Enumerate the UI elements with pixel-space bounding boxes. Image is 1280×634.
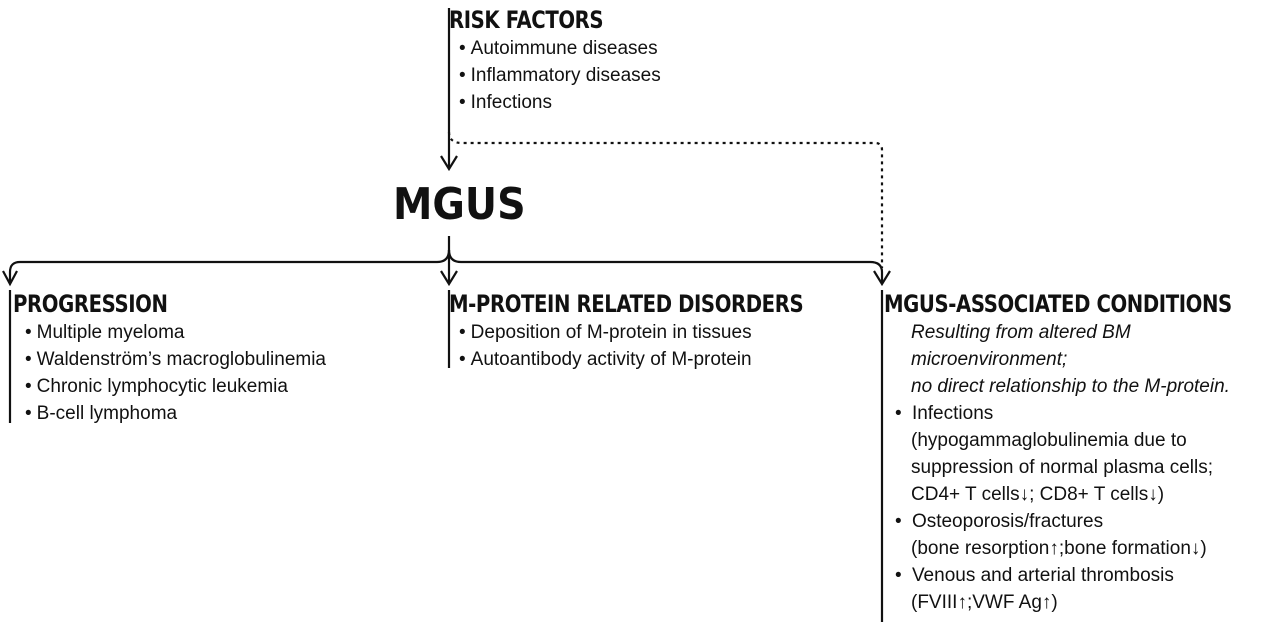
condition-detail: (FVIII↑;VWF Ag↑) bbox=[911, 592, 1058, 613]
note-line: Resulting from altered BM bbox=[911, 322, 1131, 343]
associated-note: Resulting from altered BM microenvironme… bbox=[911, 319, 1230, 400]
associated-arrowhead bbox=[873, 270, 891, 287]
note-line: microenvironment; bbox=[911, 349, 1068, 370]
risk-factors-list: Autoimmune diseases Inflammatory disease… bbox=[459, 35, 661, 116]
m-protein-list: Deposition of M-protein in tissues Autoa… bbox=[459, 319, 752, 373]
list-item: Autoimmune diseases bbox=[459, 35, 661, 62]
associated-list: Infections (hypogammaglobulinemia due to… bbox=[895, 400, 1213, 616]
condition-label: Venous and arterial thrombosis bbox=[911, 565, 1174, 586]
condition-detail: suppression of normal plasma cells; bbox=[911, 457, 1214, 478]
mgus-stem bbox=[8, 236, 451, 282]
note-line: no direct relationship to the M-protein. bbox=[911, 376, 1230, 397]
list-item: B-cell lymphoma bbox=[25, 400, 326, 427]
associated-heading: MGUS-ASSOCIATED CONDITIONS bbox=[884, 290, 1232, 318]
progression-arrowhead bbox=[2, 270, 18, 287]
mgus-title: MGUS bbox=[393, 179, 526, 230]
list-item: Autoantibody activity of M-protein bbox=[459, 346, 752, 373]
list-item: Chronic lymphocytic leukemia bbox=[25, 373, 326, 400]
list-item: Osteoporosis/fractures (bone resorption↑… bbox=[895, 508, 1213, 562]
condition-label: Infections bbox=[911, 403, 994, 424]
risk-factors-heading: RISK FACTORS bbox=[449, 6, 604, 34]
list-item: Infections bbox=[459, 89, 661, 116]
list-item: Venous and arterial thrombosis (FVIII↑;V… bbox=[895, 562, 1213, 616]
mprotein-arrowhead bbox=[440, 270, 458, 287]
progression-heading: PROGRESSION bbox=[13, 290, 168, 318]
list-item: Infections (hypogammaglobulinemia due to… bbox=[895, 400, 1213, 508]
risk-to-mgus-arrowhead bbox=[440, 155, 458, 172]
list-item: Inflammatory diseases bbox=[459, 62, 661, 89]
condition-detail: (hypogammaglobulinemia due to bbox=[911, 430, 1187, 451]
branch-right bbox=[447, 249, 884, 282]
list-item: Multiple myeloma bbox=[25, 319, 326, 346]
condition-detail: CD4+ T cells↓; CD8+ T cells↓) bbox=[911, 484, 1165, 505]
condition-label: Osteoporosis/fractures bbox=[911, 511, 1104, 532]
condition-detail: (bone resorption↑;bone formation↓) bbox=[911, 538, 1207, 559]
list-item: Waldenström’s macroglobulinemia bbox=[25, 346, 326, 373]
dotted-link bbox=[447, 131, 884, 268]
list-item: Deposition of M-protein in tissues bbox=[459, 319, 752, 346]
progression-list: Multiple myeloma Waldenström’s macroglob… bbox=[25, 319, 326, 427]
m-protein-heading: M-PROTEIN RELATED DISORDERS bbox=[449, 290, 804, 318]
